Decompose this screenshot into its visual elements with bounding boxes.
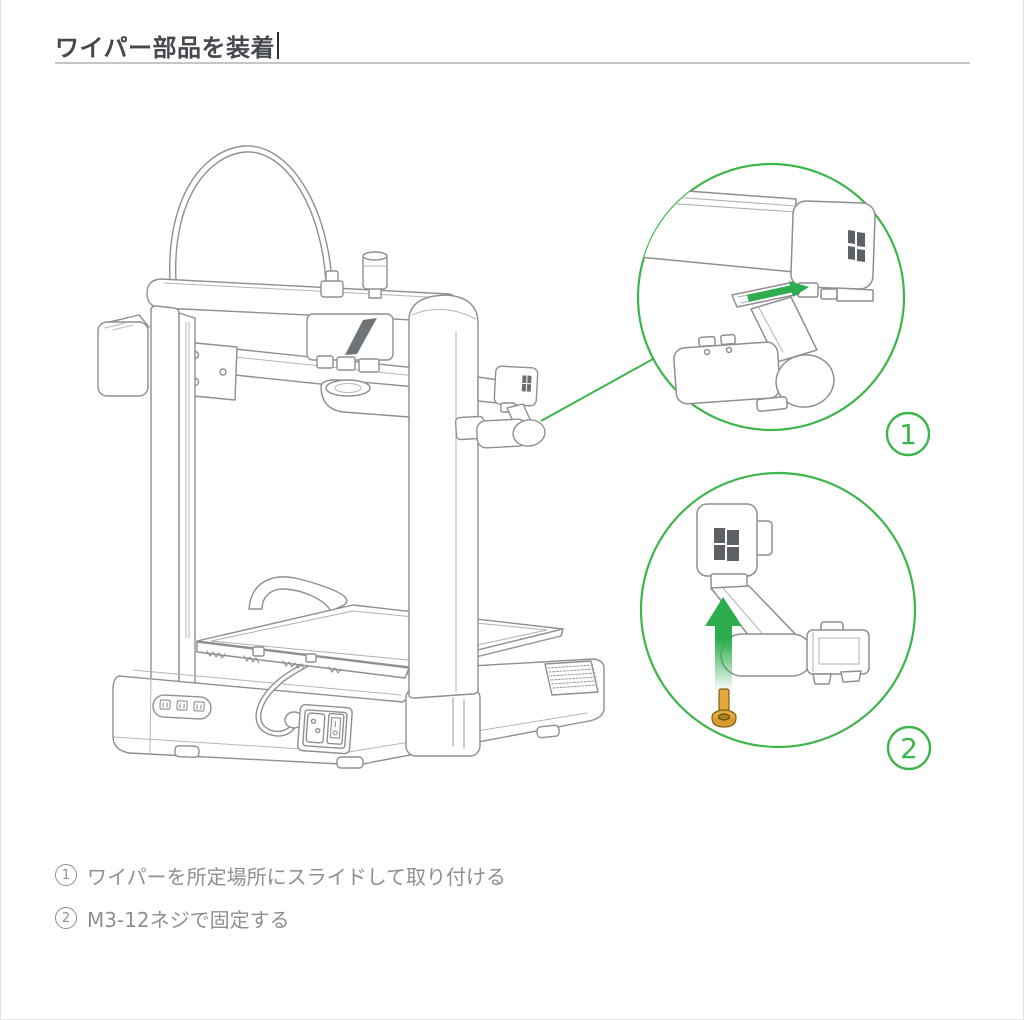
bed-rail [196, 641, 410, 679]
step-2-marker: 2 [55, 907, 77, 929]
callout-1-number: 1 [899, 418, 917, 451]
divider [55, 62, 970, 64]
z-knob [362, 251, 388, 299]
power-switch-panel [297, 704, 353, 755]
left-column [150, 305, 196, 687]
slide-arrow [747, 281, 809, 302]
text-cursor [277, 32, 280, 59]
callout-leader-line [540, 358, 654, 422]
wiper-detail [673, 281, 835, 412]
rail-teeth [206, 650, 342, 674]
step-2-text: M3-12ネジで固定する [87, 907, 290, 932]
up-arrow [705, 597, 742, 692]
bed-handle [248, 576, 348, 612]
slot-clips [797, 282, 874, 302]
bambu-logo-icon [848, 230, 865, 262]
page-title[interactable]: ワイパー部品を装着 [55, 34, 276, 62]
step-1-text: ワイパーを所定場所にスライドして取り付ける [87, 864, 506, 889]
printer-illustration [97, 145, 605, 769]
purge-chute [97, 314, 150, 397]
power-socket [305, 712, 326, 744]
callout-2-badge: 2 [886, 725, 932, 771]
vent-grid [544, 660, 599, 696]
step-1-marker: 1 [55, 864, 77, 886]
figure-illustration: 1 [1, 70, 1024, 850]
title-row[interactable]: ワイパー部品を装着 [55, 28, 280, 63]
heatbed [196, 576, 564, 679]
io-connector-pill [152, 694, 212, 720]
wiper-on-printer [454, 365, 546, 449]
print-head [306, 313, 394, 373]
callout-2-number: 2 [900, 732, 918, 765]
bambu-logo-icon [714, 528, 739, 561]
instructions: 1 ワイパーを所定場所にスライドして取り付ける 2 M3-12ネジで固定する [55, 860, 506, 946]
ptfe-tube [169, 145, 333, 286]
m3-screw [711, 688, 737, 728]
instruction-step-1[interactable]: 1 ワイパーを所定場所にスライドして取り付ける [55, 860, 506, 890]
x-end-cap-detail [790, 200, 876, 290]
tube-fitting [320, 270, 344, 298]
printer-base [112, 643, 605, 769]
instruction-step-2[interactable]: 2 M3-12ネジで固定する [55, 903, 506, 933]
power-switch [326, 712, 345, 745]
callout-2 [639, 471, 917, 749]
callout-1-badge: 1 [885, 411, 931, 457]
printer-feet [174, 724, 560, 769]
wiper-bottom-view [696, 503, 870, 685]
callout-1 [636, 162, 906, 432]
assembly-diagram-svg: 1 [97, 145, 932, 771]
right-column [405, 294, 481, 757]
callout-2-circle [639, 471, 917, 749]
